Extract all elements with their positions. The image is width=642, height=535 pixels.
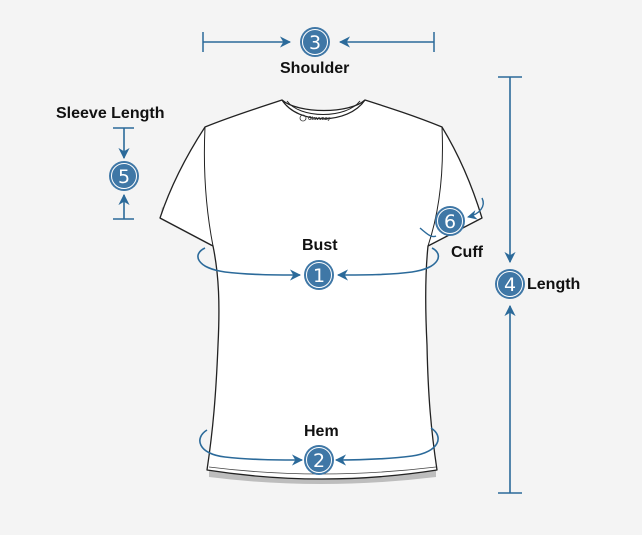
label-sleeve-length: Sleeve Length xyxy=(56,105,165,122)
label-bust: Bust xyxy=(302,237,338,254)
label-length: Length xyxy=(527,276,581,293)
left-armhole-seam xyxy=(203,126,214,247)
badge-shoulder: 3 xyxy=(300,27,330,57)
hem-loop-left xyxy=(199,429,304,466)
badge-number: 3 xyxy=(309,32,321,54)
hem-loop-right xyxy=(334,427,439,466)
brand-logo-mark xyxy=(299,114,307,122)
badge-length: 4 xyxy=(495,269,525,299)
badge-number: 2 xyxy=(313,450,325,472)
badge-sleeve-length: 5 xyxy=(109,161,139,191)
measurement-guides xyxy=(113,32,522,494)
collar-inner xyxy=(286,100,361,115)
cuff-loop xyxy=(419,227,437,238)
collar xyxy=(281,99,366,120)
right-armhole-seam xyxy=(427,126,443,247)
badge-number: 6 xyxy=(444,211,456,233)
bust-loop-left xyxy=(197,247,302,281)
bust-loop-right xyxy=(336,247,440,281)
badge-hem: 2 xyxy=(304,445,334,475)
badge-cuff: 6 xyxy=(435,206,465,236)
badge-number: 5 xyxy=(118,166,130,188)
badge-number: 4 xyxy=(504,274,516,296)
label-cuff: Cuff xyxy=(451,244,483,261)
label-hem: Hem xyxy=(304,423,339,440)
badge-number: 1 xyxy=(313,265,325,287)
label-shoulder: Shoulder xyxy=(280,60,350,77)
badge-bust: 1 xyxy=(304,260,334,290)
cuff-arrow xyxy=(467,197,484,220)
brand-logo-text: Giavvnay xyxy=(308,116,330,122)
